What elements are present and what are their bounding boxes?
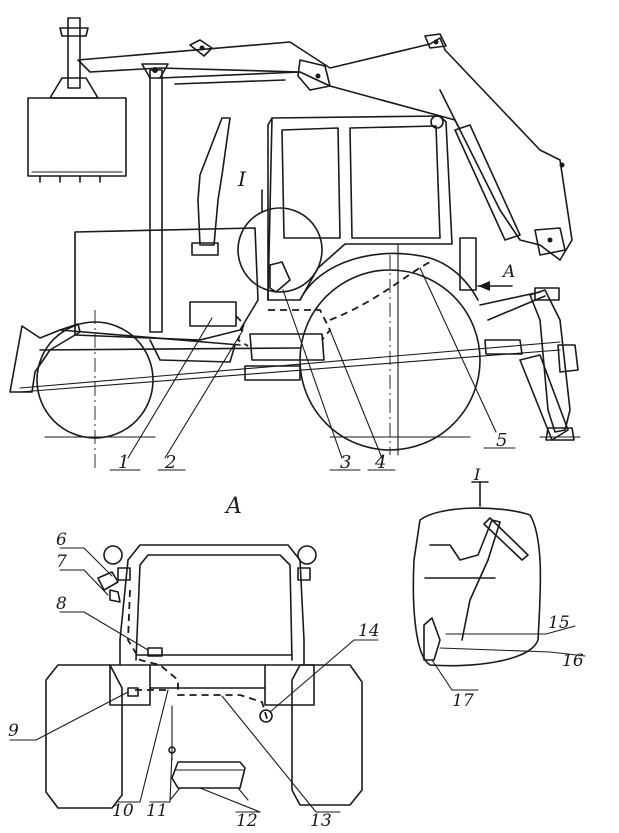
callout-12: 12 (236, 811, 258, 828)
callout-14: 14 (358, 621, 380, 641)
component-box-2 (249, 333, 325, 361)
callout-5: 5 (496, 430, 507, 451)
callout-3: 3 (340, 452, 351, 473)
detail-view: I 15 16 17 (412, 465, 586, 711)
counterweight (27, 97, 127, 183)
callout-8: 8 (56, 594, 67, 614)
battery-box (169, 761, 249, 801)
side-leaders (109, 267, 516, 471)
frame (19, 329, 561, 393)
rear-fender (299, 252, 479, 301)
front-leaders (9, 547, 379, 813)
callout-17: 17 (452, 691, 474, 711)
component-box-1 (189, 301, 237, 327)
detail-outline (412, 507, 542, 667)
front-view-title: A (224, 494, 242, 519)
view-arrow-A-label: A (501, 262, 515, 282)
view-arrow-A: A (477, 262, 515, 291)
callout-16: 16 (562, 651, 584, 671)
cab (267, 115, 453, 456)
rear-outrigger (479, 287, 579, 441)
detail-marker-I: I (473, 465, 481, 484)
callout-1: 1 (118, 452, 129, 473)
callout-9: 9 (8, 721, 19, 741)
view-marker-I: I (237, 167, 247, 191)
lower-cylinder (244, 365, 301, 381)
callout-2: 2 (164, 452, 176, 473)
boom-arm (77, 33, 573, 261)
left-wheel (45, 664, 123, 809)
boom-mast (141, 63, 169, 333)
rear-cylinder (484, 339, 523, 355)
right-wheel (291, 664, 363, 806)
callout-13: 13 (310, 811, 332, 828)
front-view: A (8, 494, 380, 831)
fitting-14 (259, 709, 273, 723)
front-blade (9, 323, 81, 393)
detail-circle-I: I (237, 167, 323, 293)
exhaust-pipe (197, 117, 231, 246)
callout-4: 4 (374, 452, 386, 473)
side-view: I A 1 2 3 4 5 (9, 17, 581, 473)
cable-route (235, 261, 431, 347)
front-wiring (127, 589, 269, 723)
callout-15: 15 (548, 613, 570, 633)
callout-11: 11 (146, 801, 168, 821)
headlights (97, 545, 317, 603)
callout-7: 7 (56, 552, 67, 572)
crane-hook (49, 17, 99, 99)
callout-6: 6 (56, 530, 67, 550)
front-cab (109, 544, 315, 706)
callout-10: 10 (112, 801, 134, 821)
detail-leaders (431, 625, 586, 691)
